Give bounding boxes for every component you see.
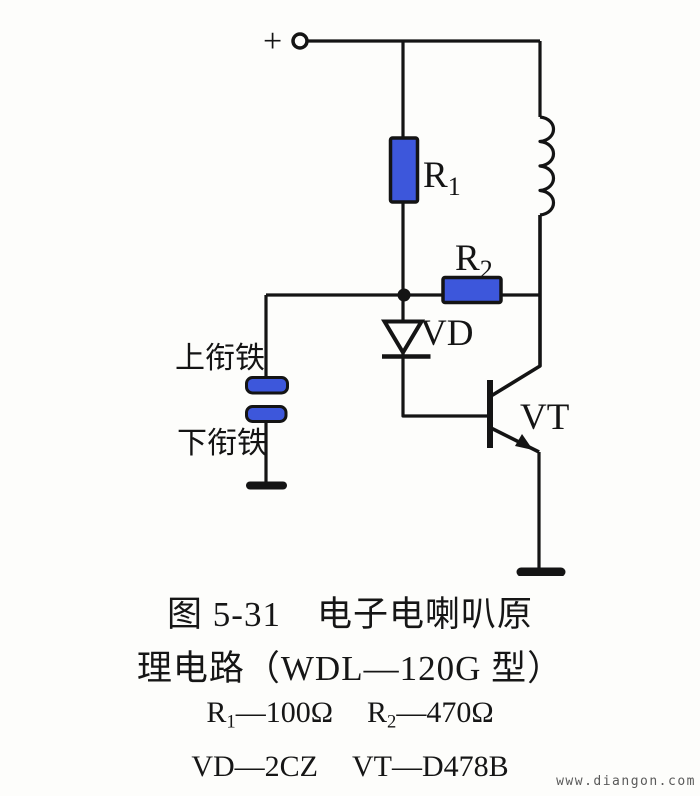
resistor-r1-body xyxy=(388,136,420,204)
junction-dot xyxy=(397,288,411,302)
transistor-vt-label: VT xyxy=(520,397,569,438)
component-values-line: R1—100Ω R2—470Ω xyxy=(0,696,700,733)
positive-terminal: + xyxy=(263,23,309,60)
inductor-coil xyxy=(538,115,556,217)
r1-value: R1—100Ω xyxy=(206,696,333,733)
emitter-arrowhead xyxy=(515,434,533,450)
upper-armature-label: 上衔铁 xyxy=(175,342,265,375)
armature-upper-contact xyxy=(245,376,289,395)
vt-type: VT—D478B xyxy=(352,750,509,783)
circuit-diagram: + R1 R2 VD VT 上衔铁 下衔铁 xyxy=(175,23,569,576)
resistor-r2-body xyxy=(441,275,503,305)
resistor-r2-label: R2 xyxy=(455,238,493,284)
lower-armature-label: 下衔铁 xyxy=(177,427,267,460)
plus-sign: + xyxy=(263,23,282,60)
figure-title-line2: 理电路（WDL—120G 型） xyxy=(136,649,564,688)
component-types-line: VD—2CZ VT—D478B xyxy=(0,750,700,784)
wire-network xyxy=(264,39,542,570)
diode-vd-triangle xyxy=(380,319,426,357)
figure-title-line1: 图 5-31 电子电喇叭原 xyxy=(167,595,533,634)
watermark-text: www.diangon.com xyxy=(556,774,696,789)
r2-value: R2—470Ω xyxy=(367,696,494,733)
diode-vd-label: VD xyxy=(420,313,473,354)
vd-type: VD—2CZ xyxy=(191,750,318,783)
armature-lower-contact xyxy=(245,405,288,423)
resistor-r1-label: R1 xyxy=(423,155,461,201)
collector-lead xyxy=(490,215,542,398)
terminal-circle xyxy=(291,32,309,50)
